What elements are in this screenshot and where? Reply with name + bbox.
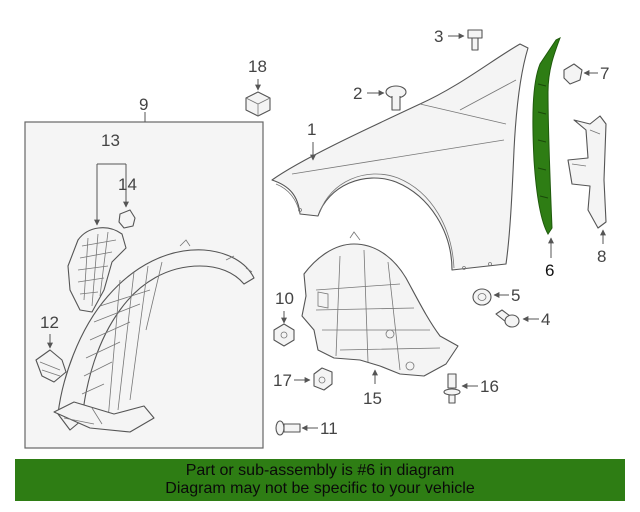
part-10-nut — [273, 323, 295, 347]
part-13-liner-section — [67, 227, 127, 313]
callout-9[interactable]: 9 — [139, 95, 148, 114]
callout-7[interactable]: 7 — [600, 64, 609, 83]
part-17-nut — [313, 367, 333, 391]
part-14-clip — [118, 209, 136, 229]
callout-16[interactable]: 16 — [480, 377, 499, 396]
part-4-bolt — [495, 309, 520, 328]
callout-3[interactable]: 3 — [434, 27, 443, 46]
callout-1[interactable]: 1 — [307, 120, 316, 139]
part-16-screw — [443, 373, 461, 404]
part-2-bolt — [385, 85, 407, 111]
part-6-highlighted-seal[interactable] — [532, 36, 561, 235]
part-11-pin — [275, 420, 301, 436]
callout-12[interactable]: 12 — [40, 313, 59, 332]
callout-15[interactable]: 15 — [363, 389, 382, 408]
callout-11[interactable]: 11 — [320, 419, 338, 438]
part-7-clip — [563, 63, 583, 85]
part-5-grommet — [472, 288, 492, 306]
callout-10[interactable]: 10 — [275, 289, 294, 308]
callout-17[interactable]: 17 — [273, 371, 292, 390]
banner-line-2: Diagram may not be specific to your vehi… — [165, 480, 475, 497]
part-1-fender — [271, 43, 529, 271]
callout-5[interactable]: 5 — [511, 286, 520, 305]
callout-8[interactable]: 8 — [597, 247, 606, 266]
callout-6[interactable]: 6 — [545, 261, 554, 280]
part-8-bracket — [567, 115, 607, 229]
callout-13[interactable]: 13 — [101, 131, 120, 150]
info-banner: Part or sub-assembly is #6 in diagram Di… — [15, 459, 625, 501]
part-9-front-liner — [53, 239, 255, 433]
callout-18[interactable]: 18 — [248, 57, 267, 76]
part-3-screw — [467, 29, 483, 51]
banner-line-1: Part or sub-assembly is #6 in diagram — [185, 462, 455, 479]
callout-2[interactable]: 2 — [353, 84, 362, 103]
callout-14[interactable]: 14 — [118, 175, 137, 194]
part-15-rear-liner — [301, 231, 459, 377]
callout-4[interactable]: 4 — [541, 310, 550, 329]
